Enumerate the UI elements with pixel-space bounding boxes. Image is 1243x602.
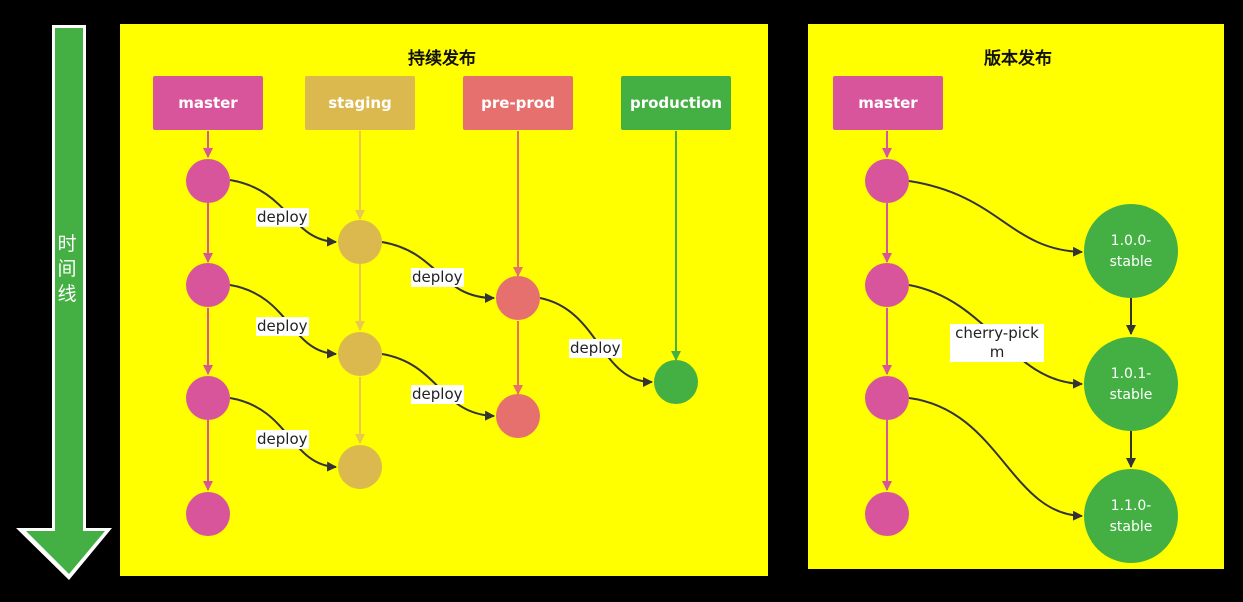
pre-prod-commit-1 — [496, 276, 540, 320]
version-label-3: 1.1.0- stable — [1084, 496, 1178, 538]
branch-master: master — [153, 76, 263, 130]
master-commit-2 — [186, 263, 230, 307]
branch-pre-prod: pre-prod — [463, 76, 573, 130]
deploy-label-1: deploy — [256, 208, 309, 227]
staging-commit-2 — [338, 332, 382, 376]
master-commit-4 — [186, 492, 230, 536]
continuous-title: 持续发布 — [408, 49, 476, 69]
deploy-label-3: deploy — [256, 430, 309, 449]
version-label-2-line-1: 1.0.1- — [1110, 366, 1152, 382]
version-label-1-line-2: stable — [1109, 254, 1153, 270]
version-node-2 — [1084, 337, 1178, 431]
production-commit-1 — [654, 360, 698, 404]
timeline-label-char-2: 间 — [57, 258, 77, 280]
cherry-pick-label: cherry-pick m — [950, 324, 1044, 362]
version-label-1: 1.0.0- stable — [1084, 231, 1178, 273]
version-label-1-line-1: 1.0.0- — [1110, 233, 1152, 249]
release-master-commit-3 — [865, 376, 909, 420]
version-node-1 — [1084, 204, 1178, 298]
master-commit-1 — [186, 159, 230, 203]
release-master-commit-1 — [865, 159, 909, 203]
cherry-pick-label-line-1: cherry-pick — [955, 324, 1039, 342]
deploy-label-4: deploy — [411, 268, 464, 287]
release-branch-master: master — [833, 76, 943, 130]
branch-production: production — [621, 76, 731, 130]
staging-commit-3 — [338, 445, 382, 489]
version-label-3-line-2: stable — [1109, 519, 1153, 535]
timeline-arrow-fill — [26, 28, 105, 574]
deploy-label-2: deploy — [256, 317, 309, 336]
timeline-label-char-1: 时 — [57, 233, 77, 255]
timeline-label-char-3: 线 — [57, 283, 77, 305]
version-label-2-line-2: stable — [1109, 387, 1153, 403]
release-master-commit-4 — [865, 492, 909, 536]
release-title: 版本发布 — [984, 49, 1052, 69]
timeline-label: 时 间 线 — [52, 232, 82, 307]
deploy-label-5: deploy — [411, 385, 464, 404]
branch-staging: staging — [305, 76, 415, 130]
version-label-2: 1.0.1- stable — [1084, 364, 1178, 406]
deploy-label-6: deploy — [569, 339, 622, 358]
cherry-pick-label-line-2: m — [989, 343, 1005, 361]
master-commit-3 — [186, 376, 230, 420]
version-label-3-line-1: 1.1.0- — [1110, 498, 1152, 514]
release-master-commit-2 — [865, 263, 909, 307]
pre-prod-commit-2 — [496, 394, 540, 438]
staging-commit-1 — [338, 220, 382, 264]
version-node-3 — [1084, 469, 1178, 563]
